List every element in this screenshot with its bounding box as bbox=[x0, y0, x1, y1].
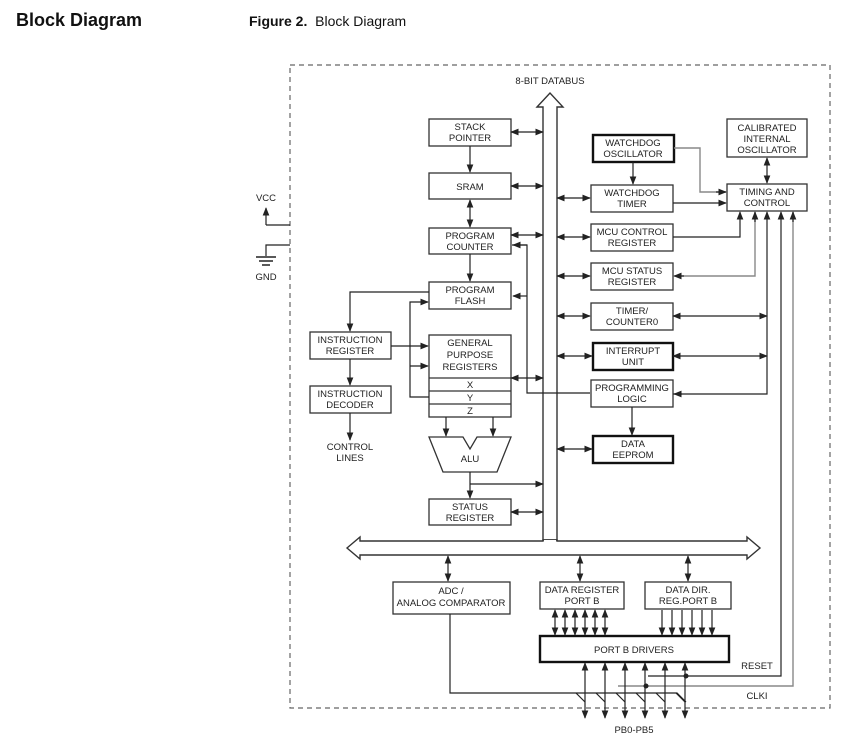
svg-text:INSTRUCTION: INSTRUCTION bbox=[318, 389, 383, 400]
general-purpose-registers-block: GENERAL PURPOSE REGISTERS X Y Z bbox=[428, 334, 512, 418]
gnd-label: GND bbox=[255, 272, 276, 283]
port-b-drivers-block: PORT B DRIVERS bbox=[538, 634, 731, 664]
gpr-x-label: X bbox=[467, 380, 474, 391]
svg-text:COUNTER: COUNTER bbox=[447, 242, 494, 253]
databus-horizontal bbox=[345, 535, 762, 561]
svg-text:TIMER: TIMER bbox=[617, 199, 647, 210]
svg-text:REGISTER: REGISTER bbox=[446, 513, 495, 524]
svg-text:OSCILLATOR: OSCILLATOR bbox=[737, 145, 796, 156]
svg-text:GENERAL: GENERAL bbox=[447, 338, 492, 349]
port-b-adc-tap bbox=[595, 692, 606, 703]
svg-text:PORT B: PORT B bbox=[564, 596, 599, 607]
svg-text:INTERNAL: INTERNAL bbox=[744, 134, 791, 145]
svg-text:UNIT: UNIT bbox=[622, 357, 644, 368]
svg-text:TIMER/: TIMER/ bbox=[616, 306, 649, 317]
clki-label: CLKI bbox=[746, 691, 767, 702]
right-wires bbox=[556, 147, 797, 687]
svg-text:WATCHDOG: WATCHDOG bbox=[604, 188, 659, 199]
watchdog-oscillator-block: WATCHDOG OSCILLATOR bbox=[591, 133, 676, 164]
svg-text:DECODER: DECODER bbox=[326, 400, 374, 411]
svg-text:REGISTER: REGISTER bbox=[608, 277, 657, 288]
ground-icon bbox=[256, 256, 276, 266]
watchdog-timer-block: WATCHDOG TIMER bbox=[590, 184, 674, 213]
svg-text:FLASH: FLASH bbox=[455, 296, 486, 307]
alu-block: ALU bbox=[428, 436, 512, 473]
program-counter-block: PROGRAM COUNTER bbox=[428, 227, 512, 255]
svg-text:POINTER: POINTER bbox=[449, 133, 491, 144]
port-b-adc-tap bbox=[635, 692, 646, 703]
svg-text:LOGIC: LOGIC bbox=[617, 394, 647, 405]
figure-label: Figure 2. bbox=[249, 13, 308, 29]
instruction-register-block: INSTRUCTION REGISTER bbox=[309, 331, 392, 360]
svg-text:DATA REGISTER: DATA REGISTER bbox=[545, 585, 620, 596]
svg-text:OSCILLATOR: OSCILLATOR bbox=[603, 149, 662, 160]
svg-text:MCU CONTROL: MCU CONTROL bbox=[597, 227, 668, 238]
svg-text:PORT B DRIVERS: PORT B DRIVERS bbox=[594, 645, 674, 656]
svg-text:WATCHDOG: WATCHDOG bbox=[605, 138, 660, 149]
vcc-label: VCC bbox=[256, 193, 276, 204]
program-flash-block: PROGRAM FLASH bbox=[428, 281, 512, 310]
svg-text:ADC /: ADC / bbox=[438, 586, 464, 597]
databus-label: 8-BIT DATABUS bbox=[515, 76, 584, 87]
stack-pointer-block: STACK POINTER bbox=[428, 118, 512, 147]
reset-label: RESET bbox=[741, 661, 773, 672]
svg-text:REGISTER: REGISTER bbox=[608, 238, 657, 249]
svg-text:PROGRAM: PROGRAM bbox=[445, 231, 494, 242]
svg-text:TIMING AND: TIMING AND bbox=[739, 187, 795, 198]
gpr-z-label: Z bbox=[467, 406, 473, 417]
svg-text:CALIBRATED: CALIBRATED bbox=[738, 123, 797, 134]
port-b-adc-tap bbox=[575, 692, 586, 703]
chip-boundary bbox=[289, 64, 831, 709]
left-wires bbox=[346, 128, 590, 516]
data-dir-port-b-block: DATA DIR. REG.PORT B bbox=[644, 581, 732, 610]
data-register-port-b-block: DATA REGISTER PORT B bbox=[539, 581, 625, 610]
svg-text:PURPOSE: PURPOSE bbox=[447, 350, 493, 361]
calibrated-oscillator-block: CALIBRATED INTERNAL OSCILLATOR bbox=[726, 118, 808, 158]
section-title: Block Diagram bbox=[16, 10, 143, 30]
svg-text:SRAM: SRAM bbox=[456, 182, 484, 193]
svg-text:INTERRUPT: INTERRUPT bbox=[606, 346, 661, 357]
svg-text:INSTRUCTION: INSTRUCTION bbox=[318, 335, 383, 346]
figure-caption: Figure 2. Block Diagram bbox=[249, 13, 406, 29]
sram-block: SRAM bbox=[428, 172, 512, 200]
gnd-wire bbox=[265, 244, 290, 256]
svg-text:PROGRAMMING: PROGRAMMING bbox=[595, 383, 669, 394]
programming-logic-block: PROGRAMMING LOGIC bbox=[590, 379, 674, 408]
svg-text:DATA: DATA bbox=[621, 439, 646, 450]
mcu-status-register-block: MCU STATUS REGISTER bbox=[590, 262, 674, 291]
svg-text:DATA DIR.: DATA DIR. bbox=[665, 585, 710, 596]
bottom-wires bbox=[444, 555, 716, 719]
port-b-adc-tap bbox=[615, 692, 626, 703]
adc-comparator-block: ADC / ANALOG COMPARATOR bbox=[392, 581, 511, 615]
pins-label: PB0-PB5 bbox=[614, 725, 653, 736]
databus-vertical bbox=[535, 91, 565, 541]
svg-text:ANALOG COMPARATOR: ANALOG COMPARATOR bbox=[397, 598, 506, 609]
svg-text:REGISTER: REGISTER bbox=[326, 346, 375, 357]
port-b-adc-tap bbox=[655, 692, 666, 703]
svg-text:CONTROL: CONTROL bbox=[744, 198, 790, 209]
timing-control-block: TIMING AND CONTROL bbox=[726, 183, 808, 212]
gpr-y-label: Y bbox=[467, 393, 474, 404]
svg-text:COUNTER0: COUNTER0 bbox=[606, 317, 658, 328]
svg-text:STACK: STACK bbox=[455, 122, 487, 133]
svg-text:MCU STATUS: MCU STATUS bbox=[602, 266, 662, 277]
mcu-control-register-block: MCU CONTROL REGISTER bbox=[590, 223, 674, 252]
instruction-decoder-block: INSTRUCTION DECODER bbox=[309, 385, 392, 414]
control-lines-label-2: LINES bbox=[336, 453, 363, 464]
svg-text:ALU: ALU bbox=[461, 454, 480, 465]
figure-title: Block Diagram bbox=[315, 13, 407, 29]
svg-text:REG.PORT B: REG.PORT B bbox=[659, 596, 717, 607]
timer-counter0-block: TIMER/ COUNTER0 bbox=[590, 302, 674, 331]
svg-text:REGISTERS: REGISTERS bbox=[443, 362, 498, 373]
data-eeprom-block: DATA EEPROM bbox=[591, 434, 675, 465]
svg-text:EEPROM: EEPROM bbox=[612, 450, 653, 461]
port-b-adc-tap bbox=[675, 692, 686, 703]
interrupt-unit-block: INTERRUPT UNIT bbox=[591, 341, 675, 372]
svg-text:STATUS: STATUS bbox=[452, 502, 488, 513]
svg-text:PROGRAM: PROGRAM bbox=[445, 285, 494, 296]
control-lines-label: CONTROL bbox=[327, 442, 373, 453]
status-register-block: STATUS REGISTER bbox=[428, 498, 512, 526]
